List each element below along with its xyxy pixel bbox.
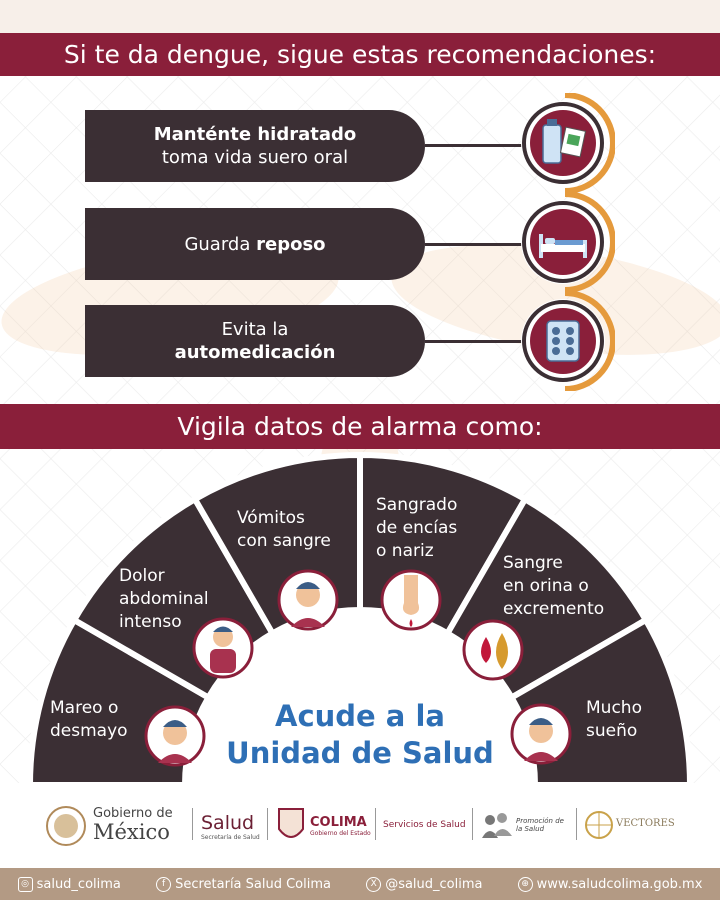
call-to-action: Acude a la Unidad de Salud xyxy=(210,698,510,772)
dizzy-person-icon xyxy=(144,705,206,767)
alarm-sign-line: intenso xyxy=(119,612,182,632)
alarm-sign-line: sueño xyxy=(586,721,638,741)
globe-icon: ⊕ xyxy=(517,876,533,892)
alarm-sign-gum-bleeding: Sangrado de encías o nariz xyxy=(376,494,457,563)
divider xyxy=(192,808,193,840)
servicios-logo: Servicios de Salud xyxy=(383,820,466,830)
blood-drop-icon xyxy=(462,619,524,681)
recommendation-hydrate: Manténte hidratado toma vida suero oral xyxy=(85,110,425,182)
divider xyxy=(267,808,268,840)
facebook-handle: Secretaría Salud Colima xyxy=(175,876,331,892)
salud-logo: Salud Secretaría de Salud xyxy=(201,812,260,841)
divider xyxy=(576,808,577,840)
colima-subtitle: Gobierno del Estado xyxy=(310,830,371,837)
recommendation-bold: Manténte hidratado xyxy=(153,124,357,145)
gobierno-big: México xyxy=(93,820,170,844)
recommendations-banner: Si te da dengue, sigue estas recomendaci… xyxy=(0,33,720,76)
facebook-icon: f xyxy=(156,876,172,892)
alarm-sign-line: Vómitos xyxy=(237,508,305,528)
gobierno-logo: Gobierno de México xyxy=(93,806,173,843)
colima-logo: COLIMA Gobierno del Estado xyxy=(310,815,371,837)
alarm-sign-line: en orina o xyxy=(503,576,589,596)
alarm-sign-line: o nariz xyxy=(376,541,434,561)
alarm-sign-line: con sangre xyxy=(237,531,331,551)
sleepy-person-icon xyxy=(510,703,572,765)
cta-line: Unidad de Salud xyxy=(226,736,494,770)
instagram-link[interactable]: ◎ salud_colima xyxy=(17,876,121,892)
alarm-sign-line: abdominal xyxy=(119,589,209,609)
stomach-pain-icon xyxy=(192,617,254,679)
website-url: www.saludcolima.gob.mx xyxy=(536,876,703,892)
alarm-sign-line: Dolor xyxy=(119,566,165,586)
recommendation-text: toma vida suero oral xyxy=(161,147,349,168)
recommendation-no-self-medication: Evita la automedicación xyxy=(85,305,425,377)
bleeding-nose-icon xyxy=(380,569,442,631)
connector-line xyxy=(425,243,525,246)
alarm-fan xyxy=(26,451,694,785)
recommendation-rest: Guarda reposo xyxy=(85,208,425,280)
page-title: Si te da dengue, sigue estas recomendaci… xyxy=(63,40,657,69)
recommendation-bold: automedicación xyxy=(174,342,336,363)
recommendation-text: Guarda xyxy=(184,233,257,255)
connector-line xyxy=(425,340,525,343)
divider xyxy=(375,808,376,840)
social-footer: ◎ salud_colima f Secretaría Salud Colima… xyxy=(0,868,720,900)
colima-shield-icon xyxy=(278,808,304,838)
alarm-sign-line: Sangrado xyxy=(376,495,458,515)
alarm-sign-line: Mareo o xyxy=(50,698,119,718)
salud-subtitle: Secretaría de Salud xyxy=(201,834,260,841)
recommendation-text: Evita la xyxy=(221,319,289,340)
instagram-icon: ◎ xyxy=(17,876,33,892)
pills-icon xyxy=(521,291,615,391)
vectores-globe-icon xyxy=(585,811,613,839)
alarm-sign-vomiting: Vómitos con sangre xyxy=(237,507,331,553)
alarm-sign-line: Mucho xyxy=(586,698,642,718)
divider xyxy=(472,808,473,840)
alarm-title: Vigila datos de alarma como: xyxy=(177,412,543,441)
vomiting-person-icon xyxy=(277,569,339,631)
connector-line xyxy=(425,144,525,147)
alarm-sign-line: excremento xyxy=(503,599,605,619)
alarm-sign-line: Sangre xyxy=(503,553,563,573)
recommendation-bold: reposo xyxy=(256,233,326,255)
promocion-logo: Promoción de la Salud xyxy=(516,817,564,833)
alarm-banner: Vigila datos de alarma como: xyxy=(0,404,720,449)
website-link[interactable]: ⊕ www.saludcolima.gob.mx xyxy=(517,876,703,892)
mexico-seal-icon xyxy=(46,806,86,846)
salud-title: Salud xyxy=(201,812,255,834)
alarm-sign-line: desmayo xyxy=(50,721,128,741)
instagram-handle: salud_colima xyxy=(36,876,121,892)
alarm-sign-abdominal-pain: Dolor abdominal intenso xyxy=(119,565,209,634)
x-icon: X xyxy=(366,876,382,892)
vectores-logo: VECTORES xyxy=(616,818,675,829)
facebook-link[interactable]: f Secretaría Salud Colima xyxy=(156,876,331,892)
alarm-sign-dizziness: Mareo o desmayo xyxy=(50,697,128,743)
colima-title: COLIMA xyxy=(310,815,367,830)
alarm-sign-blood-urine: Sangre en orina o excremento xyxy=(503,552,604,621)
alarm-sign-line: de encías xyxy=(376,518,458,538)
alarm-sign-drowsiness: Mucho sueño xyxy=(586,697,642,743)
x-link[interactable]: X @salud_colima xyxy=(366,876,483,892)
water-bottle-icon xyxy=(521,93,615,193)
bed-icon xyxy=(521,192,615,292)
cta-line: Acude a la xyxy=(275,699,445,733)
promocion-people-icon xyxy=(482,813,512,838)
gobierno-small: Gobierno de xyxy=(93,806,173,821)
x-handle: @salud_colima xyxy=(385,876,483,892)
